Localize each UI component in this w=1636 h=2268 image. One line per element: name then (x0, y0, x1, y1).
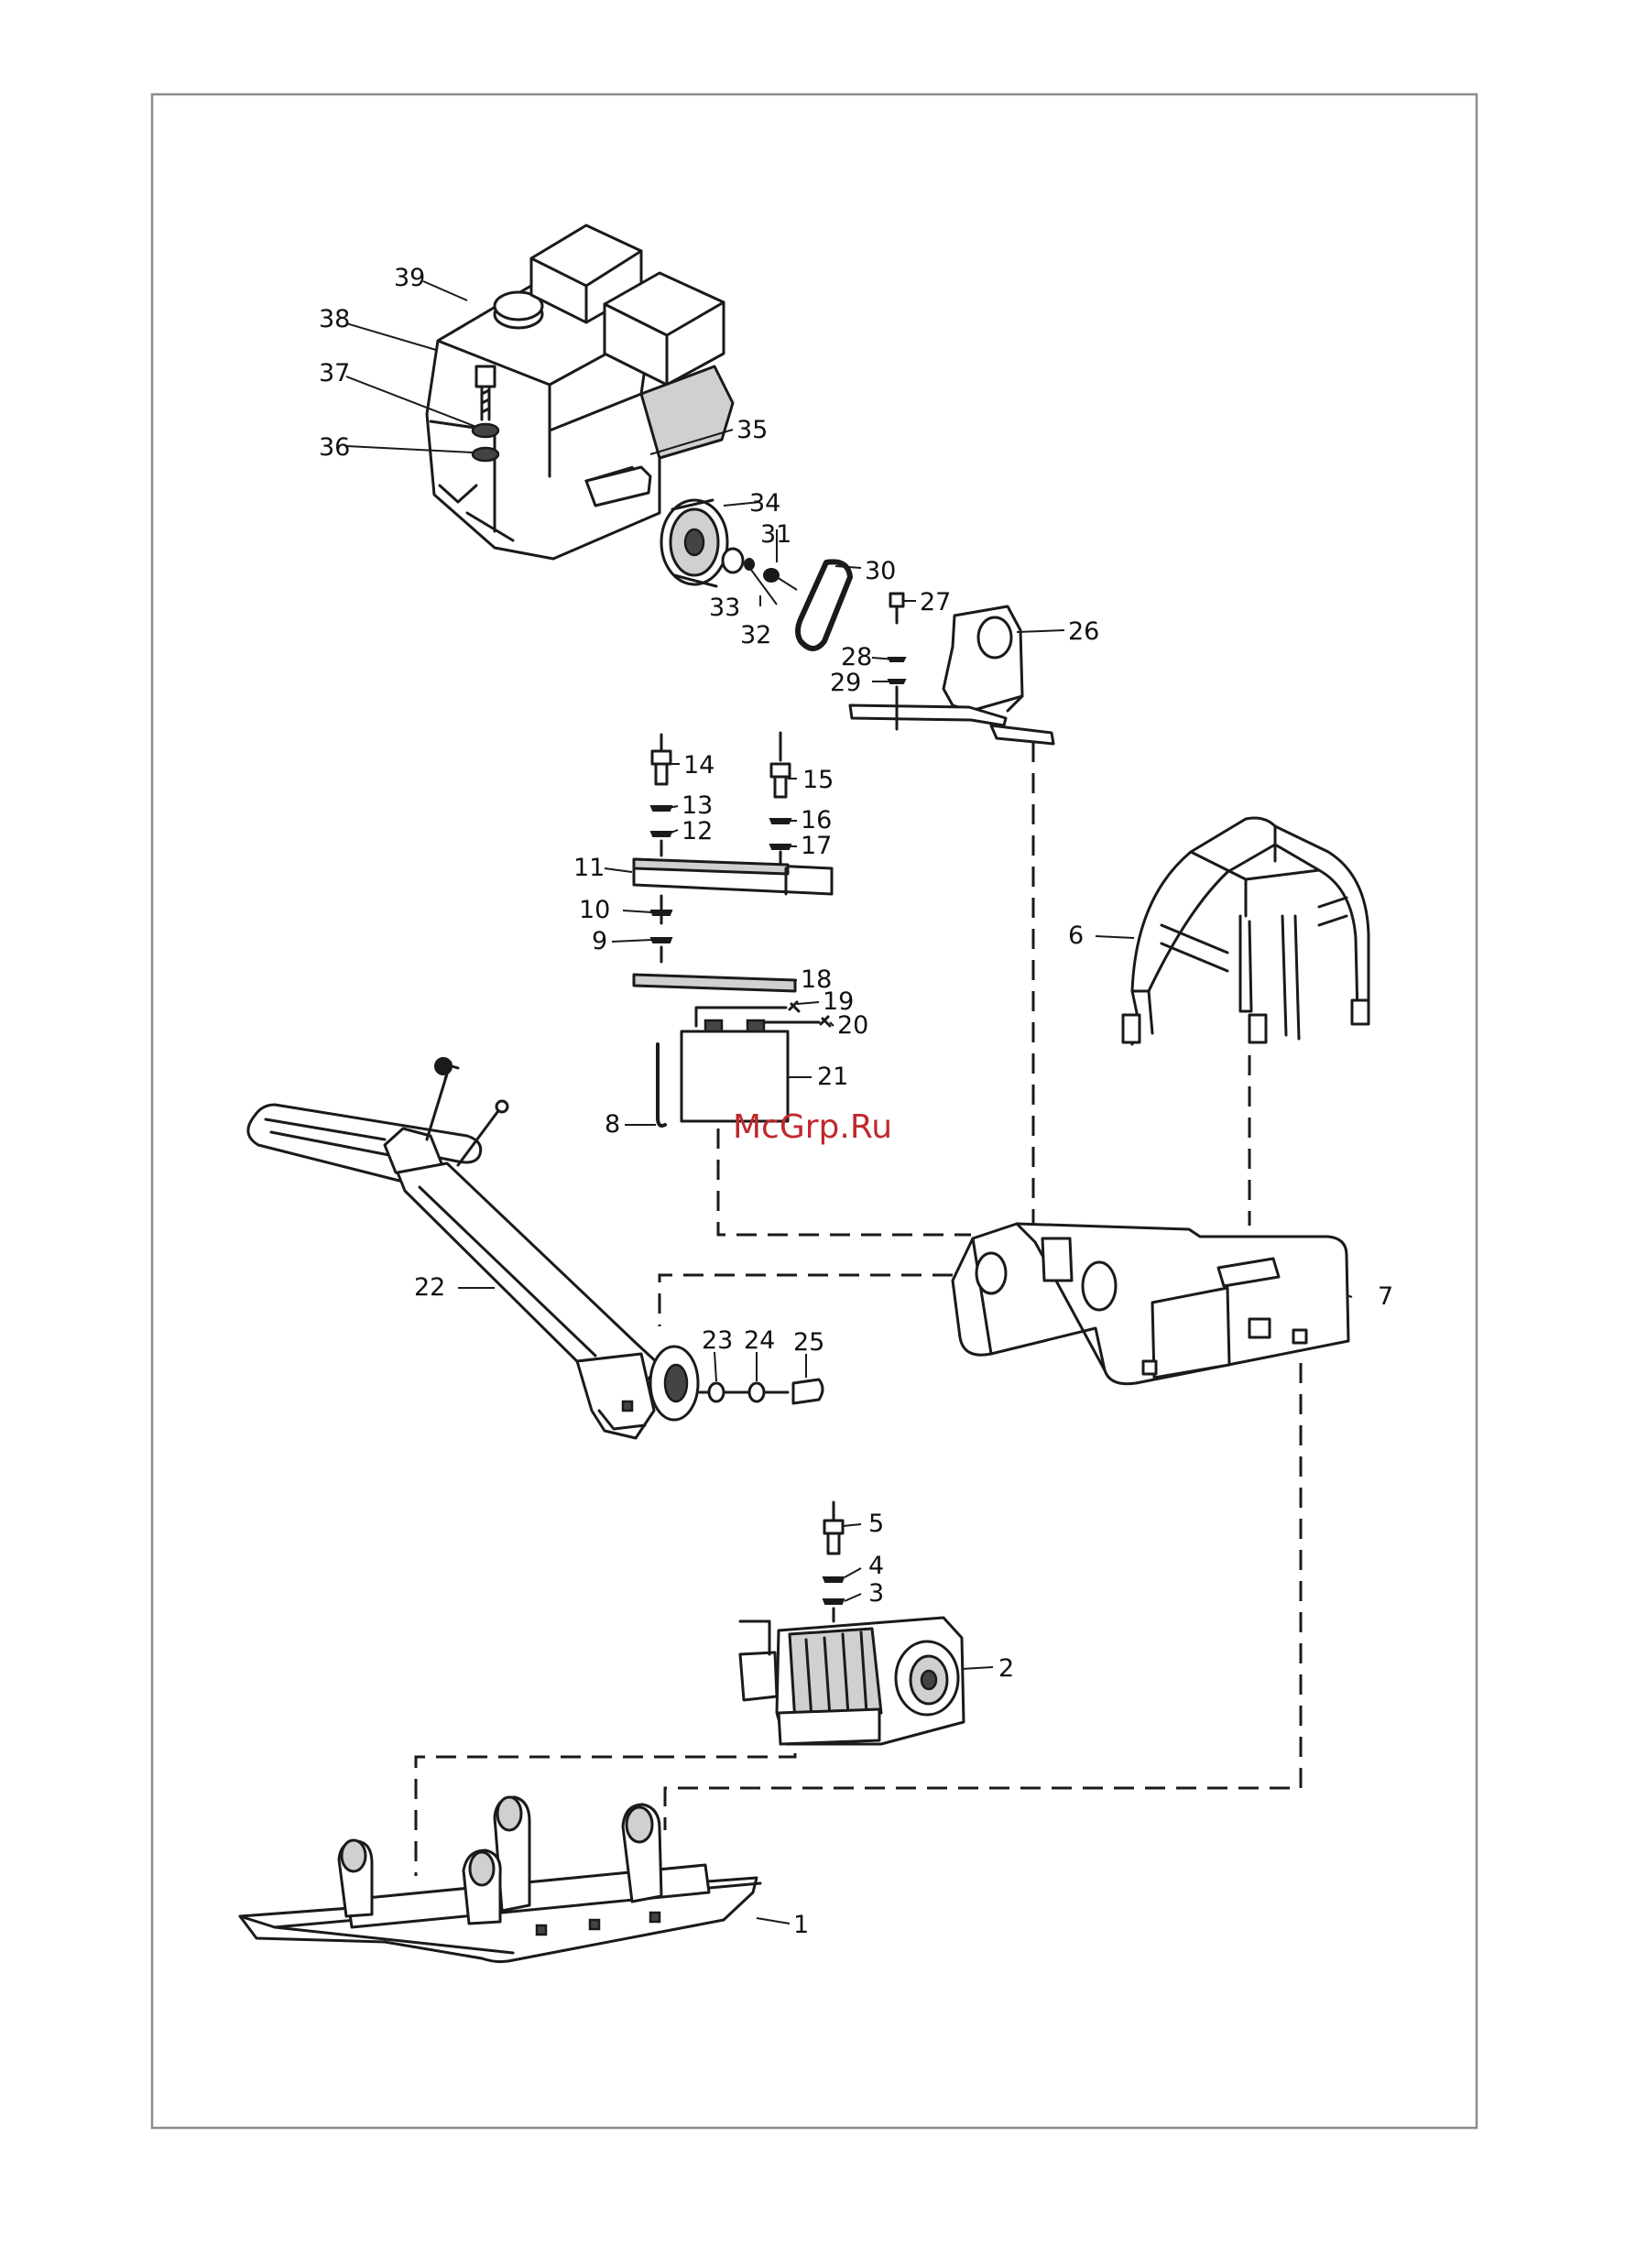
main-frame (953, 1224, 1348, 1384)
bolt-stack-right (770, 733, 791, 863)
callout-12: 12 (682, 817, 713, 845)
pulley-fasteners (723, 549, 797, 590)
callout-16: 16 (801, 806, 832, 834)
callout-31: 31 (760, 520, 791, 549)
clutch-pulley (661, 500, 727, 586)
callout-39: 39 (394, 264, 425, 292)
callout-5: 5 (868, 1510, 884, 1538)
callout-27: 27 (920, 588, 951, 616)
callout-38: 38 (319, 305, 350, 333)
callout-11: 11 (573, 854, 605, 882)
callout-23: 23 (702, 1326, 733, 1355)
callout-30: 30 (865, 557, 896, 585)
callout-1: 1 (793, 1911, 809, 1939)
callout-32: 32 (740, 621, 771, 649)
holder-washers (651, 896, 671, 962)
callout-14: 14 (683, 751, 714, 780)
callout-35: 35 (736, 416, 768, 444)
callout-13: 13 (682, 791, 713, 820)
callout-25: 25 (793, 1328, 824, 1357)
callout-6: 6 (1068, 921, 1084, 950)
callout-29: 29 (830, 669, 861, 697)
exciter-unit (740, 1618, 964, 1744)
v-belt (798, 562, 850, 649)
callout-28: 28 (841, 643, 872, 671)
exciter-bolt-stack (823, 1502, 844, 1621)
callout-37: 37 (319, 359, 350, 387)
callout-20: 20 (837, 1011, 868, 1040)
callout-9: 9 (592, 927, 607, 955)
callout-15: 15 (802, 766, 834, 794)
callout-33: 33 (709, 594, 740, 622)
handle-pivot-parts (700, 1379, 823, 1403)
callout-36: 36 (319, 433, 350, 462)
callout-21: 21 (817, 1063, 848, 1091)
bolt-stack-left (651, 735, 671, 856)
callout-4: 4 (868, 1552, 884, 1580)
callout-3: 3 (868, 1579, 884, 1608)
belt-guard-bracket (850, 606, 1053, 744)
handle-assembly (248, 1058, 698, 1438)
battery (682, 1020, 788, 1121)
callout-10: 10 (579, 896, 610, 924)
callout-24: 24 (744, 1326, 775, 1355)
watermark-text: McGrp.Ru (733, 1108, 892, 1146)
base-plate (240, 1797, 760, 1962)
callout-22: 22 (414, 1273, 445, 1302)
callout-2: 2 (998, 1654, 1014, 1683)
callout-17: 17 (801, 832, 832, 860)
battery-holder-bar (634, 859, 832, 894)
callout-7: 7 (1378, 1282, 1393, 1311)
callout-26: 26 (1068, 617, 1099, 646)
battery-rubber-pad (634, 975, 795, 991)
callout-34: 34 (749, 489, 780, 518)
callout-8: 8 (605, 1110, 620, 1139)
protective-frame (1123, 818, 1369, 1044)
battery-hold-down-rod (658, 1044, 665, 1126)
